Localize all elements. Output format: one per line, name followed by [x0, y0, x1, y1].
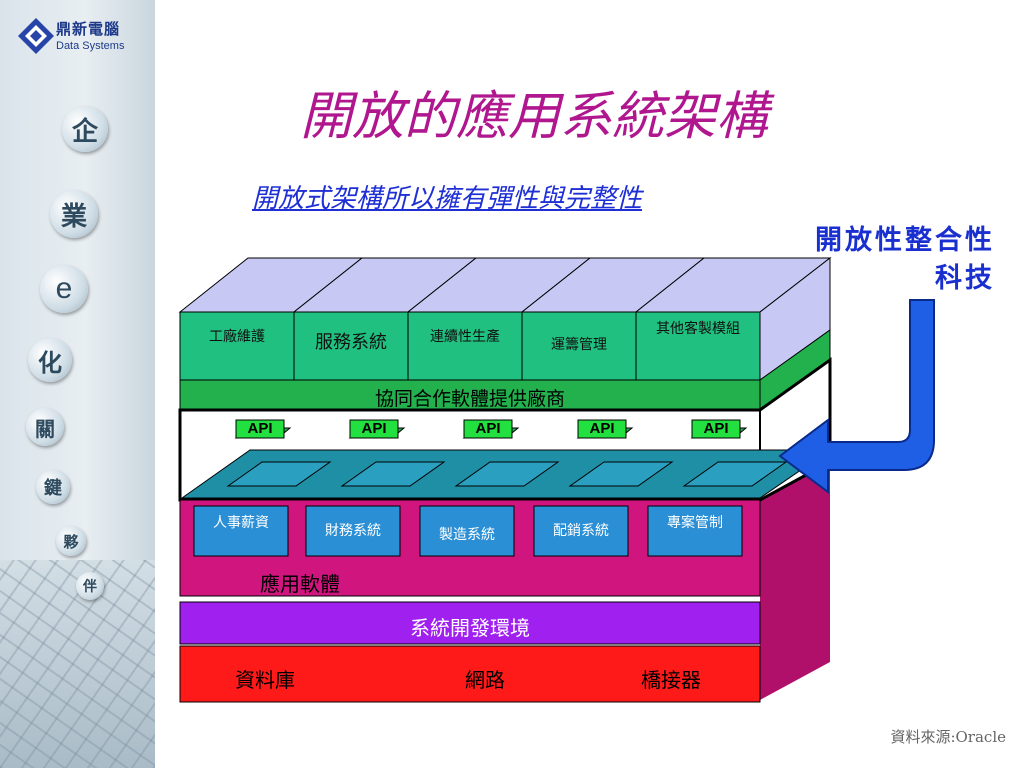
module-front — [293, 311, 409, 381]
integration-arrow-icon — [778, 299, 935, 494]
top-module-label-4: 運籌管理 — [551, 337, 607, 353]
base-band — [179, 645, 761, 703]
subtitle: 開放式架構所以擁有彈性與完整性 — [252, 184, 643, 214]
sidebar-char-1: 企 — [62, 106, 108, 152]
app-module-label-4: 配銷系統 — [553, 523, 609, 539]
api-plugs — [234, 419, 748, 439]
sidebar-char-3: e — [40, 265, 88, 313]
module-front — [179, 311, 295, 381]
api-label-5: API — [703, 420, 729, 437]
side-note: 開放性整合性科技 — [815, 225, 995, 294]
logo-name-en: Data Systems — [56, 40, 125, 52]
top-module-label-3: 連續性生產 — [430, 329, 500, 345]
stack-side-face — [760, 462, 830, 700]
dev-env-band — [179, 601, 761, 645]
api-label-2: API — [361, 420, 387, 437]
sidebar-char-8: 伴 — [76, 572, 104, 600]
sidebar-char-5: 關 — [26, 408, 64, 446]
vendor-band-label: 協同合作軟體提供廠商 — [374, 388, 565, 410]
page-title: 開放的應用系統架構 — [300, 87, 769, 147]
dev-env-label: 系統開發環境 — [410, 616, 530, 640]
base-item-label-2: 網路 — [465, 668, 505, 692]
api-label-4: API — [589, 420, 615, 437]
sidebar-char-7: 夥 — [56, 526, 86, 556]
app-module-label-2: 財務系統 — [325, 523, 381, 539]
company-logo-icon — [18, 18, 54, 54]
logo-name-cn: 鼎新電腦 — [56, 20, 121, 38]
top-module-label-2: 服務系統 — [315, 332, 387, 353]
app-module-label-1: 人事薪資 — [213, 515, 269, 531]
base-item-label-1: 資料庫 — [235, 668, 295, 692]
module-front — [407, 311, 523, 381]
top-module-label-1: 工廠維護 — [209, 329, 265, 345]
api-label-1: API — [247, 420, 273, 437]
vendor-band — [179, 379, 761, 411]
app-module-boxes — [193, 505, 743, 557]
sidebar-char-2: 業 — [50, 190, 98, 238]
socket-slots — [226, 461, 788, 487]
app-layer-label: 應用軟體 — [260, 572, 340, 596]
base-item-label-3: 橋接器 — [641, 668, 701, 692]
left-sidebar: 鼎新電腦 Data Systems 企 業 e 化 關 鍵 夥 伴 — [0, 0, 155, 768]
source-credit: 資料來源:Oracle — [890, 728, 1006, 746]
sidebar-char-6: 鍵 — [36, 470, 70, 504]
keyboard-decoration — [0, 560, 155, 768]
app-module-label-5: 專案管制 — [667, 515, 723, 531]
module-front — [521, 311, 637, 381]
api-label-3: API — [475, 420, 501, 437]
sidebar-char-4: 化 — [28, 338, 72, 382]
top-module-label-5: 其他客製模組 — [656, 321, 740, 337]
app-module-label-3: 製造系統 — [439, 527, 495, 543]
